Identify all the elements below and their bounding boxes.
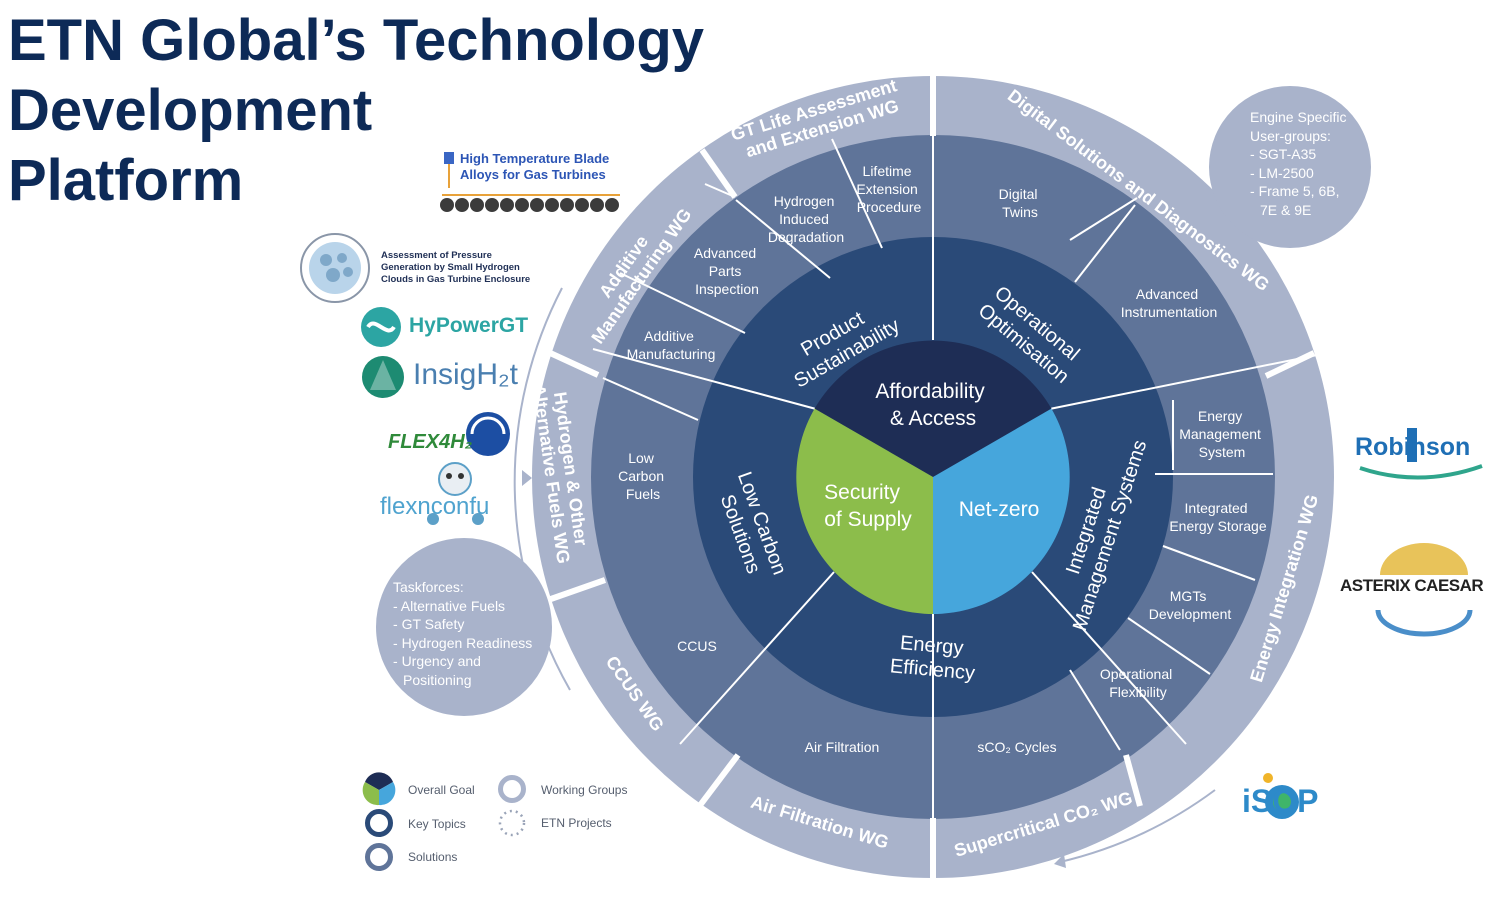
project-blade-alloys-line: High Temperature Blade bbox=[460, 151, 610, 166]
legend-solutions-label: Solutions bbox=[408, 850, 458, 864]
solution-sco2-cycles: sCO₂ Cycles bbox=[977, 739, 1056, 755]
working-group-gaps bbox=[546, 76, 1316, 878]
legend-working-groups-icon bbox=[498, 775, 526, 803]
flex4h2-icon bbox=[466, 412, 510, 456]
solution-ccus: CCUS bbox=[677, 638, 717, 654]
legend-overall-goal-label: Overall Goal bbox=[408, 783, 475, 797]
bottom-arc-arrow bbox=[1059, 789, 1216, 863]
engine-bubble-heading: User-groups: bbox=[1250, 127, 1331, 144]
project-asterix-caesar: ASTERIX CAESAR bbox=[1340, 576, 1484, 595]
project-pressure-line: Generation by Small Hydrogen bbox=[381, 262, 520, 273]
project-blade-alloys-line: Alloys for Gas Turbines bbox=[460, 167, 606, 182]
solution-low-carbon-fuels: Low Carbon Fuels bbox=[618, 450, 668, 502]
core-netzero-label: Net-zero bbox=[959, 498, 1040, 521]
insigh2t-icon bbox=[362, 356, 404, 398]
solution-advanced-parts-inspection: Advanced Parts Inspection bbox=[694, 245, 760, 297]
core-security-sector bbox=[796, 408, 933, 614]
taskforce-item: GT Safety bbox=[393, 615, 552, 634]
core-netzero-sector bbox=[933, 408, 1070, 614]
solution-mgts-development: MGTs Development bbox=[1149, 588, 1232, 622]
pressure-assessment-icon bbox=[300, 233, 370, 303]
engine-bubble-item: Frame 5, 6B, 7E & 9E bbox=[1250, 182, 1360, 219]
legend-key-topics-label: Key Topics bbox=[408, 817, 466, 831]
taskforce-item: Urgency and Positioning bbox=[393, 652, 503, 689]
robinson-lighthouse-icon bbox=[1359, 428, 1483, 480]
asterix-caesar-icon bbox=[1375, 543, 1473, 637]
page-title-line: Development bbox=[8, 78, 373, 143]
project-robinson: Robinson bbox=[1355, 433, 1471, 461]
taskforces-heading: Taskforces: bbox=[393, 579, 464, 595]
bottom-arc-arrowhead bbox=[1054, 854, 1066, 868]
project-hypowergt: HyPowerGT bbox=[409, 314, 529, 337]
isop-icon bbox=[1263, 773, 1299, 819]
flexnconfu-icon bbox=[427, 462, 484, 525]
solution-digital-twins: Digital Twins bbox=[999, 186, 1042, 220]
page-title: ETN Global’s Technology Development Plat… bbox=[8, 6, 704, 216]
legend-solutions-icon bbox=[365, 843, 393, 871]
blade-alloy-icon bbox=[440, 152, 620, 212]
legend-etn-projects-icon bbox=[498, 809, 526, 837]
taskforce-item: Alternative Fuels bbox=[393, 597, 552, 616]
legend-overall-goal-icon bbox=[362, 772, 396, 806]
solution-integrated-energy-storage: Integrated Energy Storage bbox=[1169, 500, 1266, 534]
legend-etn-projects-label: ETN Projects bbox=[541, 816, 612, 830]
legend-key-topics-icon bbox=[365, 809, 393, 837]
taskforce-item: Hydrogen Readiness bbox=[393, 634, 552, 653]
solution-energy-management-system: Energy Management System bbox=[1179, 408, 1265, 460]
project-blade-alloys: High Temperature Blade Alloys for Gas Tu… bbox=[460, 151, 609, 183]
core-affordability-label: Affordability & Access bbox=[875, 380, 990, 430]
core-security-label: Security of Supply bbox=[824, 481, 912, 531]
solution-lifetime-extension-procedure: Lifetime Extension Procedure bbox=[856, 163, 921, 215]
engine-bubble-item: SGT-A35 bbox=[1250, 145, 1371, 164]
taskforces-bubble: Taskforces: Alternative Fuels GT Safety … bbox=[376, 538, 552, 716]
left-arc-arrowhead bbox=[522, 470, 532, 486]
legend-working-groups-label: Working Groups bbox=[541, 783, 628, 797]
project-isop: iSOP bbox=[1242, 783, 1319, 819]
engine-user-groups-bubble: Engine Specific User-groups: SGT-A35 LM-… bbox=[1209, 86, 1371, 248]
solution-advanced-instrumentation: Advanced Instrumentation bbox=[1121, 286, 1218, 320]
project-pressure-assessment: Assessment of Pressure Generation by Sma… bbox=[381, 250, 530, 286]
page-title-line: Platform bbox=[8, 148, 244, 213]
project-pressure-line: Clouds in Gas Turbine Enclosure bbox=[381, 274, 531, 285]
project-flex4h2: FLEX4H₂ bbox=[388, 431, 473, 453]
engine-bubble-item: LM-2500 bbox=[1250, 164, 1371, 183]
project-flexnconfu: flexnconfu bbox=[380, 493, 490, 520]
solution-operational-flexibility: Operational Flexibility bbox=[1100, 666, 1176, 700]
project-pressure-line: Assessment of Pressure bbox=[381, 250, 492, 261]
solution-additive-manufacturing: Additive Manufacturing bbox=[627, 328, 716, 362]
engine-bubble-heading: Engine Specific bbox=[1250, 109, 1347, 125]
project-insigh2t: InsigH₂t bbox=[413, 358, 519, 391]
page-title-line: ETN Global’s Technology bbox=[8, 8, 705, 73]
solution-air-filtration: Air Filtration bbox=[805, 739, 880, 755]
core-affordability-sector bbox=[814, 340, 1052, 477]
solution-hydrogen-induced-degradation: Hydrogen Induced Degradation bbox=[768, 193, 844, 245]
hypowergt-icon bbox=[361, 307, 401, 347]
